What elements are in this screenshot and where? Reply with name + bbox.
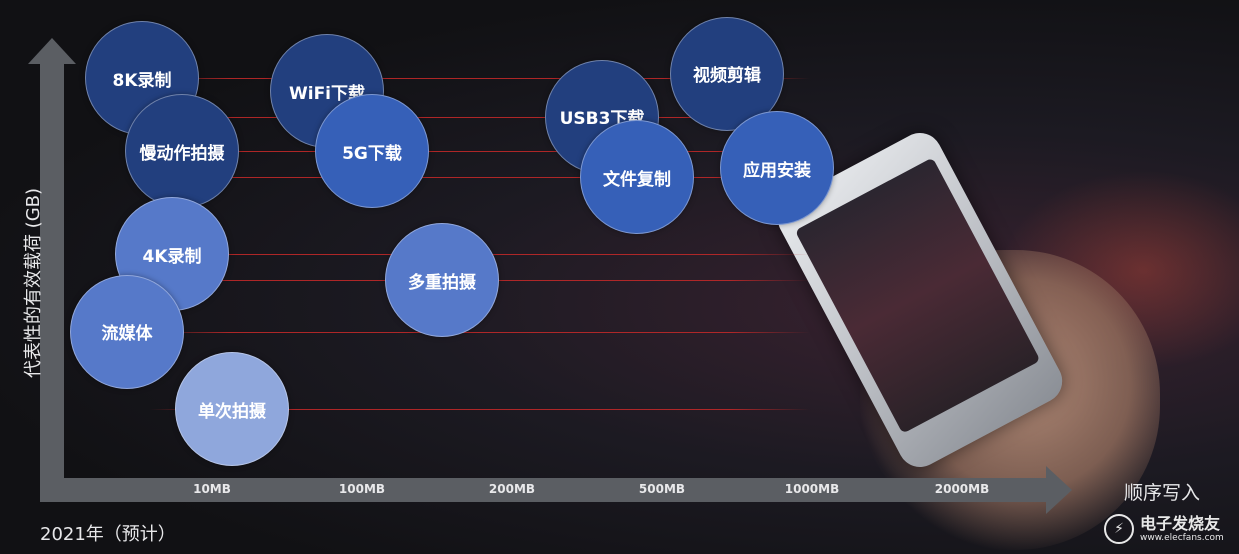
gridline bbox=[150, 332, 810, 333]
bubble-point: 文件复制 bbox=[580, 120, 694, 234]
x-tick-label: 1000MB bbox=[784, 482, 840, 496]
y-axis-arrow-icon bbox=[28, 38, 76, 64]
x-axis bbox=[40, 478, 1050, 502]
x-tick-label: 500MB bbox=[638, 482, 686, 496]
x-axis-label: 顺序写入 bbox=[1124, 482, 1201, 504]
gridline bbox=[150, 409, 810, 410]
x-tick-label: 10MB bbox=[193, 482, 231, 496]
y-axis-label: 代表性的有效载荷 (GB) bbox=[23, 187, 44, 379]
bubble-point: 慢动作拍摄 bbox=[125, 94, 239, 209]
gridline bbox=[150, 151, 810, 152]
gridline bbox=[150, 177, 810, 178]
bubble-point: 应用安装 bbox=[720, 111, 834, 226]
x-axis-arrow-icon bbox=[1046, 466, 1072, 514]
x-tick-label: 200MB bbox=[488, 482, 536, 496]
bubble-point: 流媒体 bbox=[70, 274, 184, 389]
watermark: ⚡ 电子发烧友 www.elecfans.com bbox=[1104, 514, 1224, 544]
x-tick-label: 2000MB bbox=[934, 482, 990, 496]
y-axis bbox=[40, 62, 64, 502]
watermark-name: 电子发烧友 bbox=[1140, 513, 1221, 533]
electron-logo-icon: ⚡ bbox=[1104, 514, 1134, 544]
x-tick-label: 100MB bbox=[338, 482, 386, 496]
gridline bbox=[150, 78, 810, 79]
bubble-point: 单次拍摄 bbox=[175, 352, 289, 467]
bubble-point: 5G下载 bbox=[315, 94, 429, 209]
footnote: 2021年（预计） bbox=[40, 524, 176, 545]
watermark-url: www.elecfans.com bbox=[1140, 532, 1224, 543]
bubble-point: 多重拍摄 bbox=[385, 223, 499, 338]
gridline bbox=[150, 117, 810, 118]
